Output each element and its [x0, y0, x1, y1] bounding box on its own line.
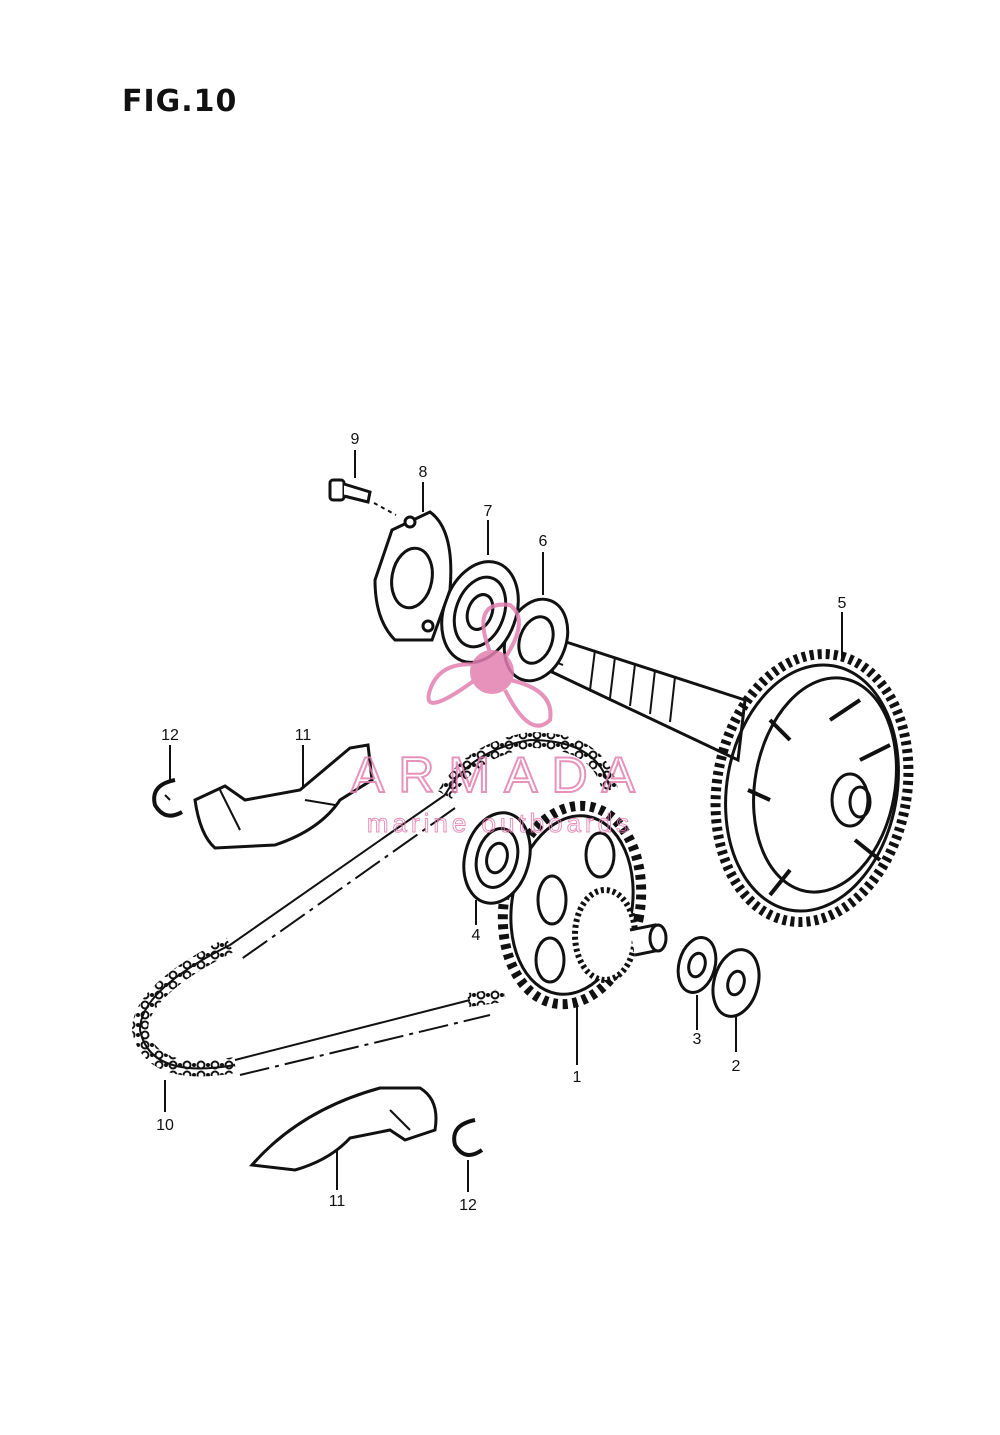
bolt — [328, 478, 397, 516]
callout-numbers: 1 2 3 4 5 6 7 8 9 10 11 11 12 12 — [156, 431, 846, 1214]
bearing-4 — [462, 811, 532, 905]
callout-8: 8 — [419, 464, 428, 481]
callout-2: 2 — [732, 1058, 741, 1075]
callout-4: 4 — [472, 927, 481, 944]
callout-3: 3 — [693, 1031, 702, 1048]
retainer-plate — [373, 510, 453, 642]
washers — [676, 936, 761, 1018]
callout-7: 7 — [484, 503, 493, 520]
callout-10: 10 — [156, 1117, 174, 1134]
callout-12-lower: 12 — [459, 1197, 477, 1214]
watermark: ARMADA marine outboards — [350, 602, 649, 839]
circlip-lower — [452, 1118, 484, 1157]
watermark-brand: ARMADA — [351, 747, 649, 803]
timing-chain — [131, 731, 618, 1077]
callout-9: 9 — [351, 431, 360, 448]
sprocket-drive-gear — [497, 800, 668, 1010]
callout-5: 5 — [838, 595, 847, 612]
callout-11-lower: 11 — [329, 1193, 346, 1210]
chain-guide-lower — [248, 1086, 438, 1172]
propeller-logo-icon — [426, 602, 553, 728]
circlip-upper — [152, 778, 184, 818]
chain-guide-upper — [193, 743, 374, 850]
callout-11-upper: 11 — [295, 727, 312, 744]
large-gear-shaft — [549, 638, 914, 927]
callout-12-upper: 12 — [161, 727, 179, 744]
callout-6: 6 — [539, 533, 548, 550]
figure-title: FIG.10 — [122, 84, 238, 119]
callout-1: 1 — [573, 1069, 582, 1086]
bearing-7 — [440, 560, 520, 664]
watermark-tagline: marine outboards — [367, 808, 633, 838]
leader-lines — [164, 450, 843, 1192]
